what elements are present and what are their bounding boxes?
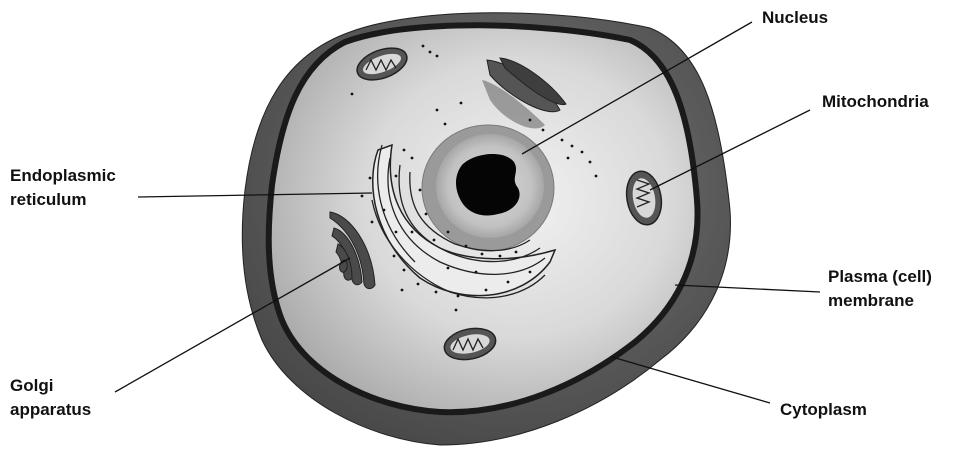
label-golgi-line1: Golgi bbox=[10, 374, 91, 398]
label-nucleus-text: Nucleus bbox=[762, 6, 828, 30]
label-endoplasmic-reticulum: Endoplasmic reticulum bbox=[10, 164, 116, 212]
label-cytoplasm-text: Cytoplasm bbox=[780, 398, 867, 422]
label-nucleus: Nucleus bbox=[762, 6, 828, 30]
label-mitochondria: Mitochondria bbox=[822, 90, 929, 114]
label-cytoplasm: Cytoplasm bbox=[780, 398, 867, 422]
label-plasma-membrane: Plasma (cell) membrane bbox=[828, 265, 932, 313]
label-mitochondria-text: Mitochondria bbox=[822, 90, 929, 114]
label-golgi-line2: apparatus bbox=[10, 398, 91, 422]
label-plasma-line1: Plasma (cell) bbox=[828, 265, 932, 289]
label-er-line2: reticulum bbox=[10, 188, 116, 212]
label-golgi-apparatus: Golgi apparatus bbox=[10, 374, 91, 422]
leader-cytoplasm bbox=[612, 357, 770, 403]
label-er-line1: Endoplasmic bbox=[10, 164, 116, 188]
nucleolus bbox=[456, 154, 520, 216]
label-plasma-line2: membrane bbox=[828, 289, 932, 313]
